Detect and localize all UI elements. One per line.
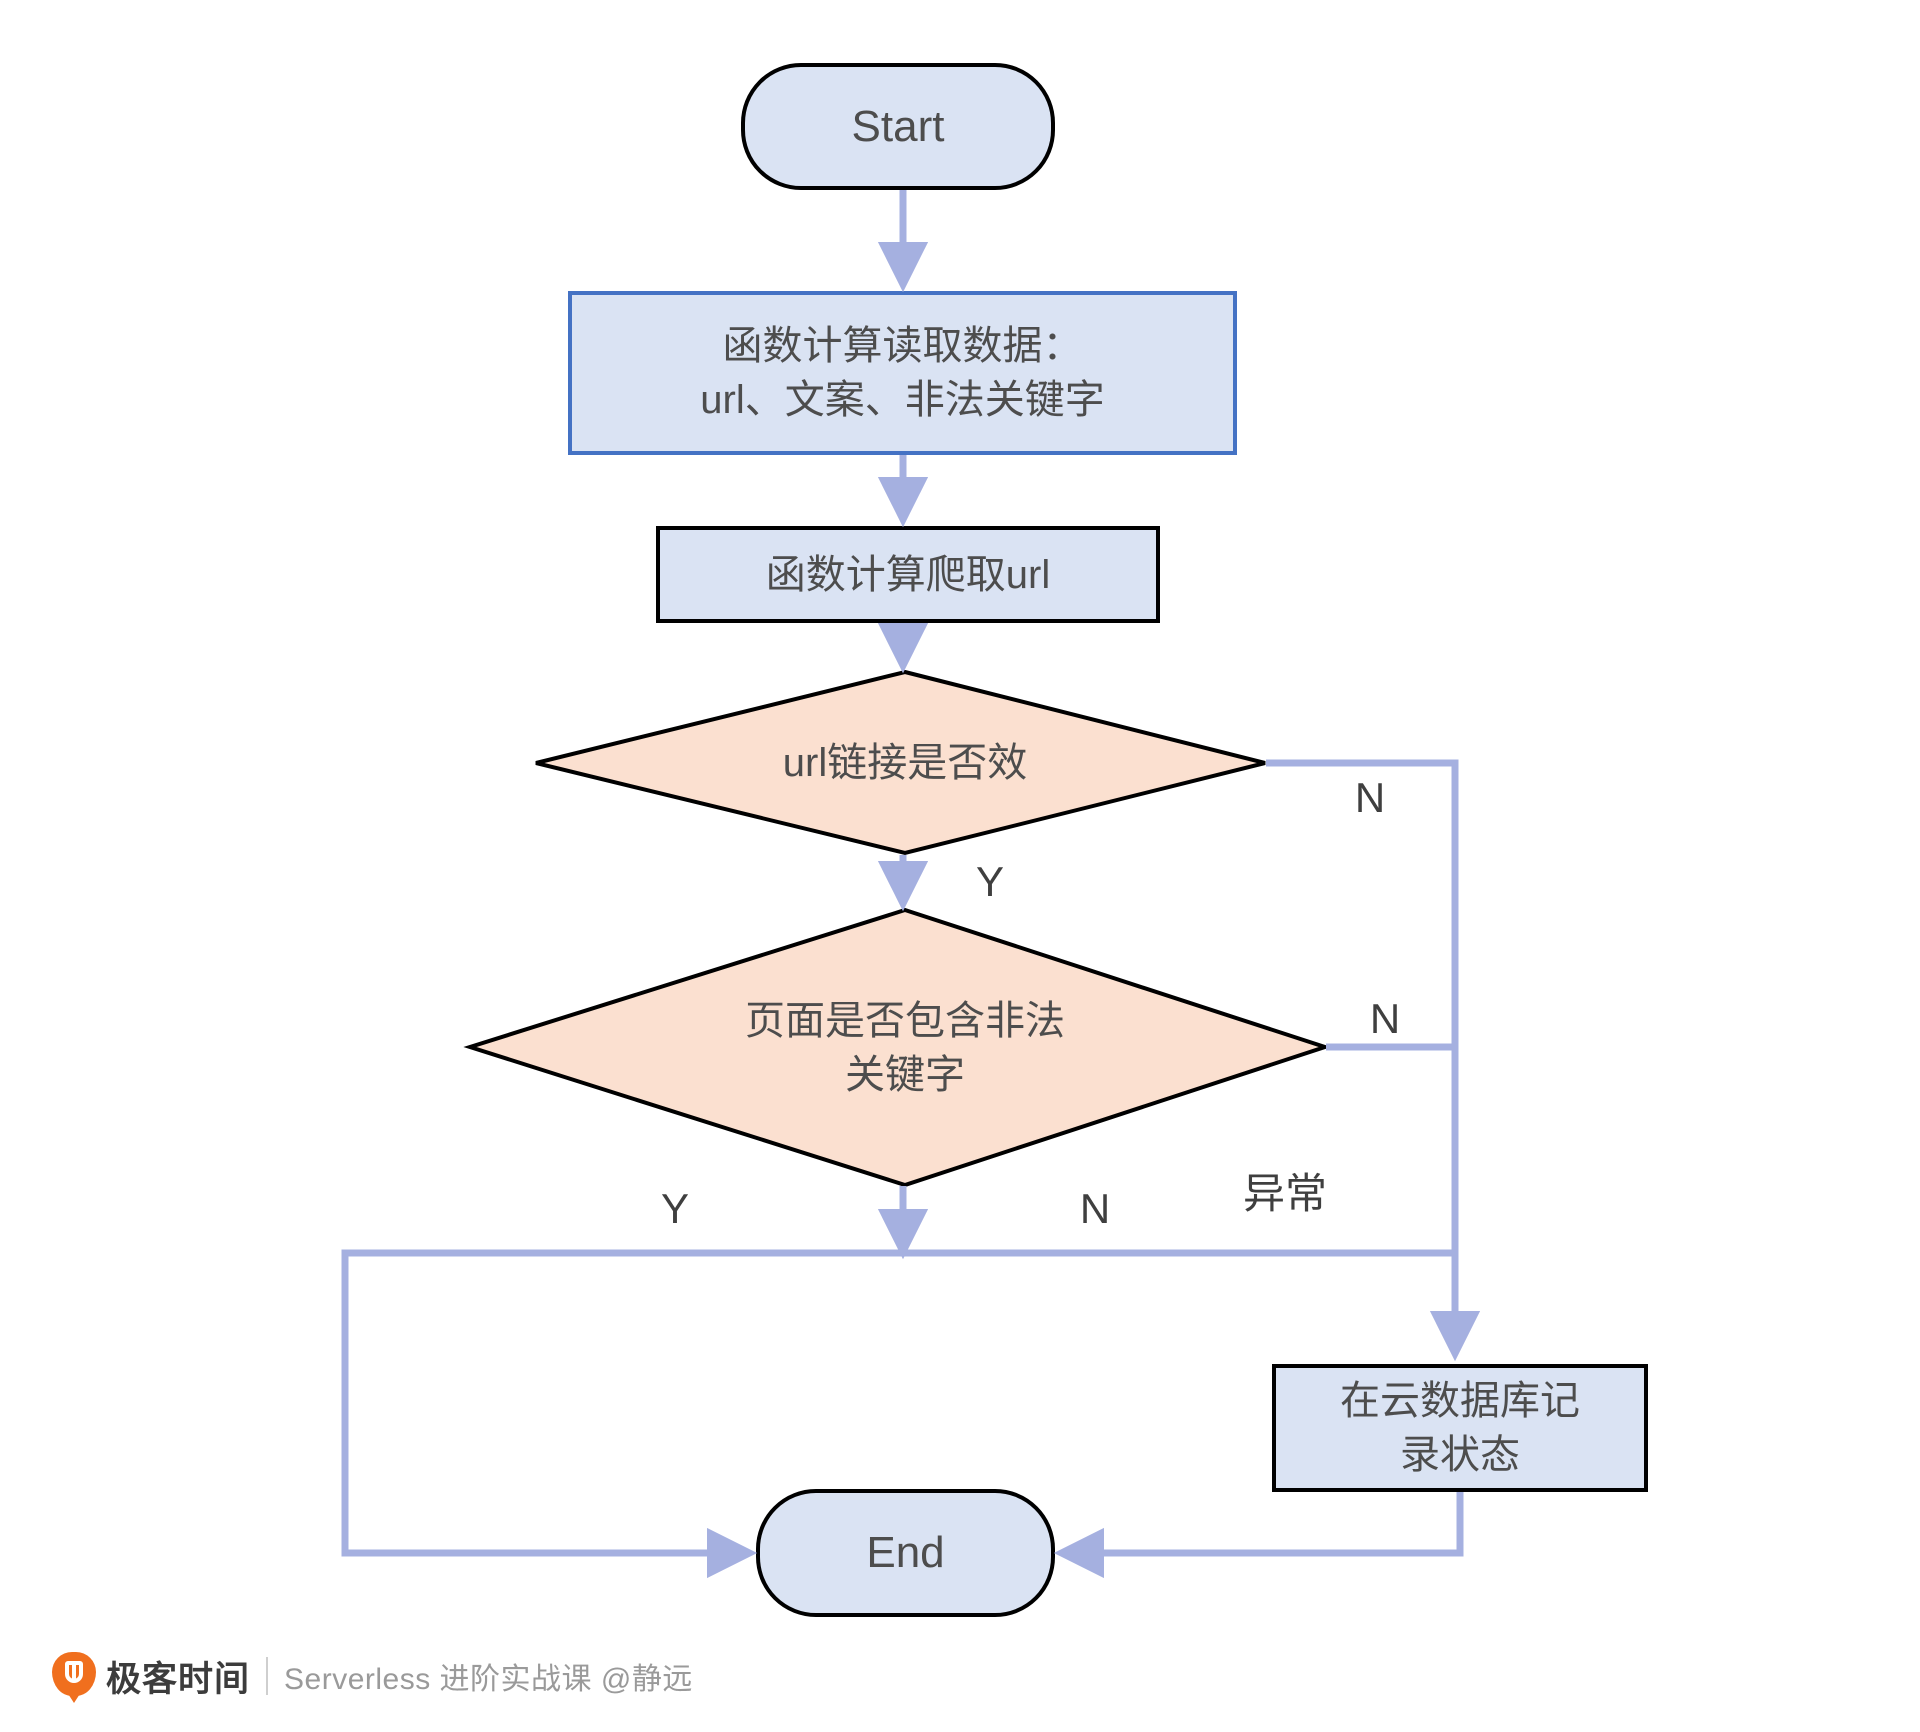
footer-brand-bar: 极客时间 Serverless 进阶实战课 @静远: [52, 1645, 693, 1707]
node-start-shape[interactable]: [741, 63, 1055, 190]
edge-url-valid-no-to-record: [1266, 759, 1481, 1362]
node-end-shape[interactable]: [756, 1489, 1055, 1617]
edge-label-keyword-no-right: N: [1369, 995, 1401, 1042]
edge-label-url-valid-yes: Y: [975, 858, 1004, 905]
course-title: Serverless 进阶实战课 @静远: [284, 1663, 693, 1696]
edge-label-exception: 异常: [1242, 1170, 1327, 1217]
brand-name: 极客时间: [106, 1659, 251, 1699]
node-read-data-shape[interactable]: [568, 291, 1237, 455]
edge-bottom-rail-to-end: [341, 1249, 1455, 1579]
node-crawl-url-shape[interactable]: [656, 526, 1160, 623]
node-url-valid-shape[interactable]: [535, 669, 1266, 856]
geektime-pin-logo-icon: [52, 1650, 96, 1702]
edge-label-bottom-no: N: [1079, 1185, 1111, 1232]
edge-label-bottom-yes: Y: [660, 1185, 689, 1232]
node-keyword-check-shape[interactable]: [463, 907, 1332, 1188]
footer-divider: [266, 1657, 269, 1695]
node-record-status-shape[interactable]: [1272, 1364, 1648, 1492]
edge-record-to-end: [1053, 1492, 1464, 1579]
edge-label-url-valid-no: N: [1354, 774, 1386, 821]
